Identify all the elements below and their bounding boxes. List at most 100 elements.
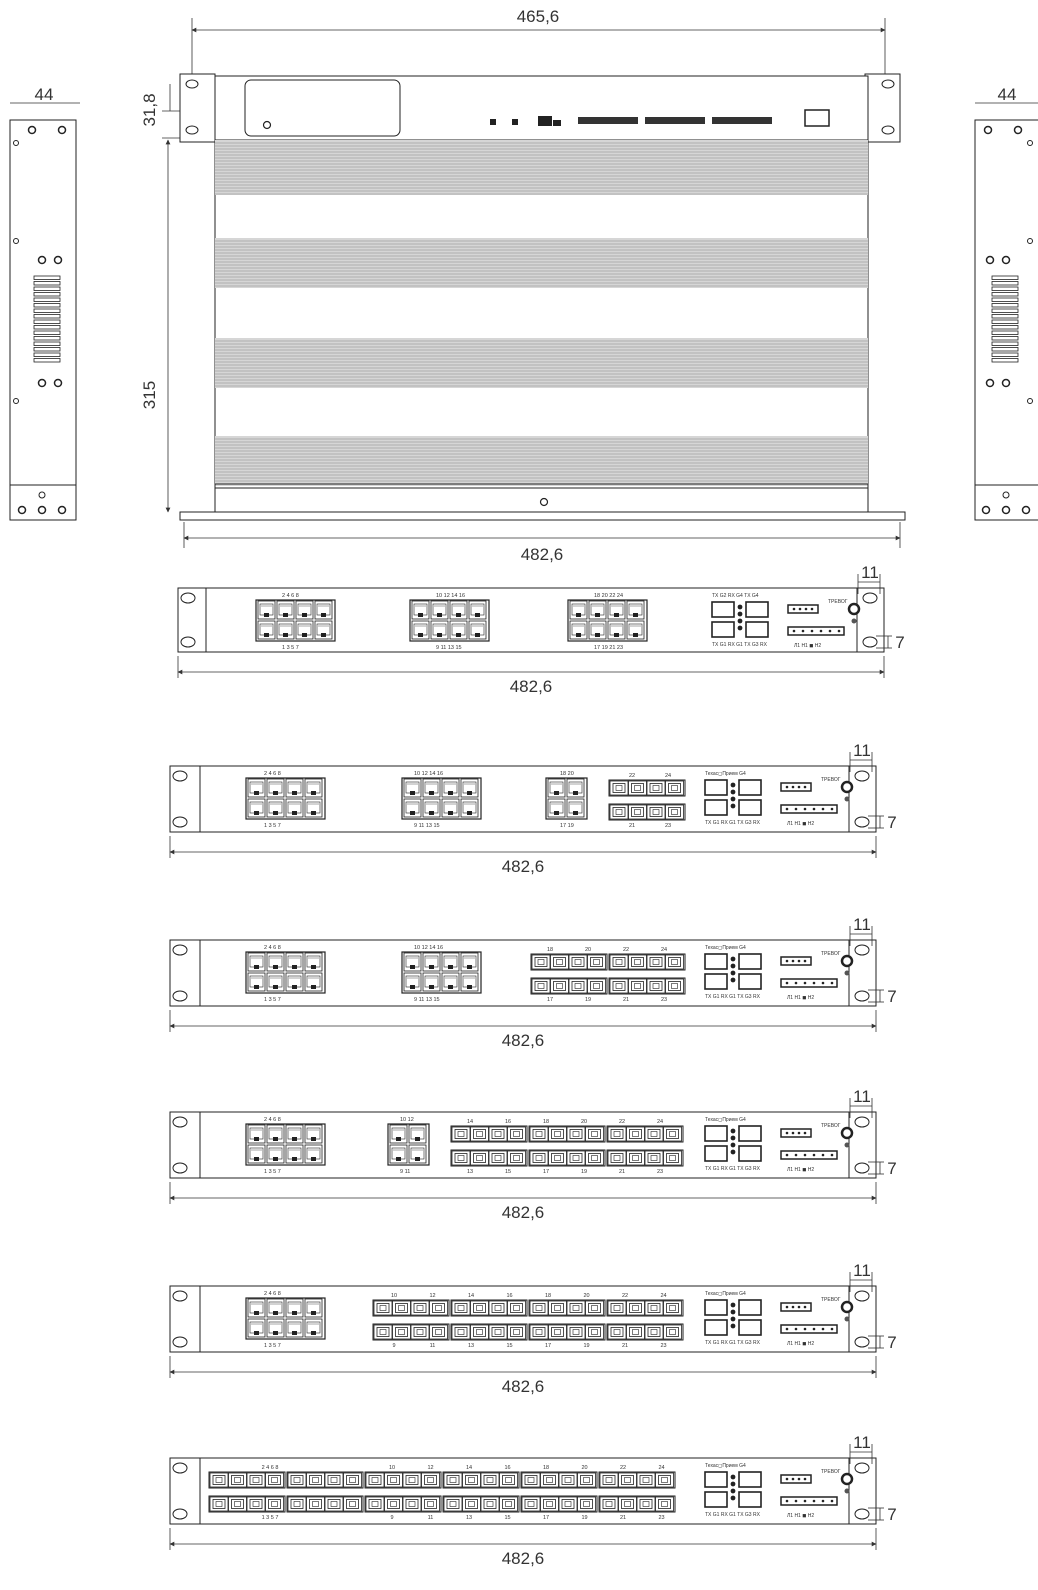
fiber-port[interactable] — [287, 1496, 307, 1512]
rj45-port[interactable] — [430, 600, 449, 620]
rj45-port[interactable] — [460, 972, 479, 992]
rj45-port[interactable] — [247, 952, 266, 972]
rj45-port[interactable] — [411, 600, 430, 620]
fiber-port[interactable] — [548, 1300, 567, 1316]
fiber-port[interactable] — [663, 1150, 682, 1166]
fiber-port[interactable] — [521, 1496, 541, 1512]
rj45-port[interactable] — [285, 1124, 304, 1144]
sfp-port[interactable] — [738, 1145, 762, 1162]
rj45-port[interactable] — [304, 1318, 323, 1338]
rj45-port[interactable] — [247, 1144, 266, 1164]
fiber-port[interactable] — [324, 1496, 344, 1512]
fiber-port[interactable] — [626, 1324, 645, 1340]
fiber-port[interactable] — [550, 978, 569, 994]
rj45-port[interactable] — [430, 620, 449, 640]
fiber-port[interactable] — [599, 1496, 619, 1512]
fiber-port[interactable] — [488, 1126, 508, 1142]
fiber-port[interactable] — [626, 1300, 645, 1316]
rj45-port[interactable] — [547, 778, 566, 798]
power-terminal[interactable] — [780, 978, 838, 988]
fiber-port[interactable] — [607, 1300, 627, 1316]
sfp-port[interactable] — [704, 799, 728, 816]
fiber-port[interactable] — [568, 954, 588, 970]
fiber-port[interactable] — [548, 1324, 567, 1340]
rj45-port[interactable] — [626, 620, 645, 640]
fiber-port[interactable] — [306, 1496, 325, 1512]
fiber-port[interactable] — [265, 1496, 284, 1512]
fiber-port[interactable] — [384, 1496, 403, 1512]
fiber-port[interactable] — [618, 1496, 637, 1512]
rj45-port[interactable] — [588, 620, 607, 640]
rj45-port[interactable] — [468, 600, 487, 620]
fiber-port[interactable] — [488, 1150, 508, 1166]
rj45-port[interactable] — [285, 778, 304, 798]
fiber-port[interactable] — [410, 1324, 430, 1340]
rj45-port[interactable] — [460, 778, 479, 798]
fiber-port[interactable] — [646, 978, 666, 994]
fiber-port[interactable] — [609, 978, 629, 994]
sfp-port[interactable] — [704, 953, 728, 970]
sfp-port[interactable] — [738, 1471, 762, 1488]
rj45-port[interactable] — [403, 952, 422, 972]
fiber-port[interactable] — [540, 1496, 559, 1512]
fiber-port[interactable] — [550, 954, 569, 970]
fiber-port[interactable] — [287, 1472, 307, 1488]
fiber-port[interactable] — [663, 1324, 682, 1340]
fiber-port[interactable] — [451, 1126, 471, 1142]
fiber-port[interactable] — [429, 1300, 448, 1316]
rj45-port[interactable] — [588, 600, 607, 620]
fiber-port[interactable] — [209, 1472, 229, 1488]
fiber-port[interactable] — [462, 1496, 481, 1512]
fiber-port[interactable] — [628, 780, 647, 796]
fiber-port[interactable] — [306, 1472, 325, 1488]
rj45-port[interactable] — [547, 798, 566, 818]
fiber-port[interactable] — [507, 1300, 526, 1316]
sfp-port[interactable] — [704, 1491, 728, 1508]
fiber-port[interactable] — [585, 1126, 604, 1142]
rj45-port[interactable] — [247, 1124, 266, 1144]
fiber-port[interactable] — [429, 1324, 448, 1340]
fiber-port[interactable] — [587, 978, 606, 994]
fiber-port[interactable] — [577, 1472, 596, 1488]
rj45-port[interactable] — [441, 952, 460, 972]
rj45-port[interactable] — [247, 798, 266, 818]
fiber-port[interactable] — [365, 1472, 385, 1488]
rj45-port[interactable] — [266, 952, 285, 972]
fiber-port[interactable] — [470, 1126, 489, 1142]
fiber-port[interactable] — [566, 1300, 586, 1316]
fiber-port[interactable] — [451, 1150, 471, 1166]
sfp-port[interactable] — [704, 779, 728, 796]
rj45-port[interactable] — [408, 1124, 427, 1144]
rj45-port[interactable] — [422, 778, 441, 798]
fiber-port[interactable] — [628, 804, 647, 820]
fiber-port[interactable] — [443, 1496, 463, 1512]
fiber-port[interactable] — [480, 1472, 500, 1488]
fiber-port[interactable] — [628, 954, 647, 970]
fiber-port[interactable] — [548, 1126, 567, 1142]
rj45-port[interactable] — [626, 600, 645, 620]
alarm-button[interactable] — [840, 954, 854, 968]
fiber-port[interactable] — [609, 954, 629, 970]
sfp-port[interactable] — [704, 1145, 728, 1162]
fiber-port[interactable] — [607, 1324, 627, 1340]
fiber-port[interactable] — [343, 1472, 362, 1488]
rj45-port[interactable] — [566, 798, 585, 818]
sfp-port[interactable] — [704, 973, 728, 990]
rj45-port[interactable] — [422, 972, 441, 992]
rj45-port[interactable] — [441, 972, 460, 992]
rj45-port[interactable] — [607, 620, 626, 640]
fiber-port[interactable] — [402, 1472, 422, 1488]
fiber-port[interactable] — [410, 1300, 430, 1316]
rj45-port[interactable] — [422, 798, 441, 818]
fiber-port[interactable] — [644, 1324, 664, 1340]
rj45-port[interactable] — [285, 1298, 304, 1318]
fiber-port[interactable] — [384, 1472, 403, 1488]
sfp-port[interactable] — [704, 1319, 728, 1336]
alarm-button[interactable] — [840, 1472, 854, 1486]
sfp-port[interactable] — [738, 1125, 762, 1142]
fiber-port[interactable] — [324, 1472, 344, 1488]
rj45-port[interactable] — [607, 600, 626, 620]
fiber-port[interactable] — [529, 1300, 549, 1316]
fiber-port[interactable] — [507, 1126, 526, 1142]
sfp-port[interactable] — [738, 779, 762, 796]
